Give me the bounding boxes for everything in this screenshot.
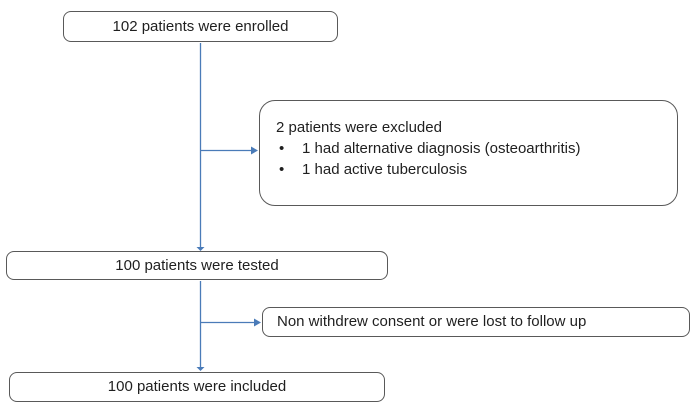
- bullet-icon: •: [279, 140, 285, 157]
- excluded-heading: 2 patients were excluded: [276, 119, 442, 136]
- excluded-content: 2 patients were excluded • 1 had alterna…: [276, 117, 580, 180]
- included-label: 100 patients were included: [107, 378, 287, 395]
- excluded-bullet-row: • 1 had active tuberculosis: [276, 159, 580, 180]
- included-node: 100 patients were included: [9, 372, 385, 402]
- withdrew-node: Non withdrew consent or were lost to fol…: [262, 307, 690, 337]
- arrowhead-right-excluded: [251, 146, 258, 155]
- bullet-icon: •: [279, 161, 285, 178]
- tested-label: 100 patients were tested: [115, 256, 279, 274]
- arrowhead-down-included: [196, 367, 205, 371]
- tested-node: 100 patients were tested: [6, 251, 388, 280]
- enrolled-label: 102 patients were enrolled: [112, 17, 289, 35]
- excluded-bullet-1: 1 had alternative diagnosis (osteoarthri…: [302, 140, 581, 157]
- enrolled-node: 102 patients were enrolled: [63, 11, 338, 42]
- excluded-bullet-2: 1 had active tuberculosis: [302, 161, 468, 178]
- withdrew-label: Non withdrew consent or were lost to fol…: [277, 313, 587, 330]
- excluded-bullet-row: • 1 had alternative diagnosis (osteoarth…: [276, 138, 580, 159]
- excluded-node: 2 patients were excluded • 1 had alterna…: [259, 100, 678, 206]
- arrowhead-right-withdrew: [254, 318, 261, 327]
